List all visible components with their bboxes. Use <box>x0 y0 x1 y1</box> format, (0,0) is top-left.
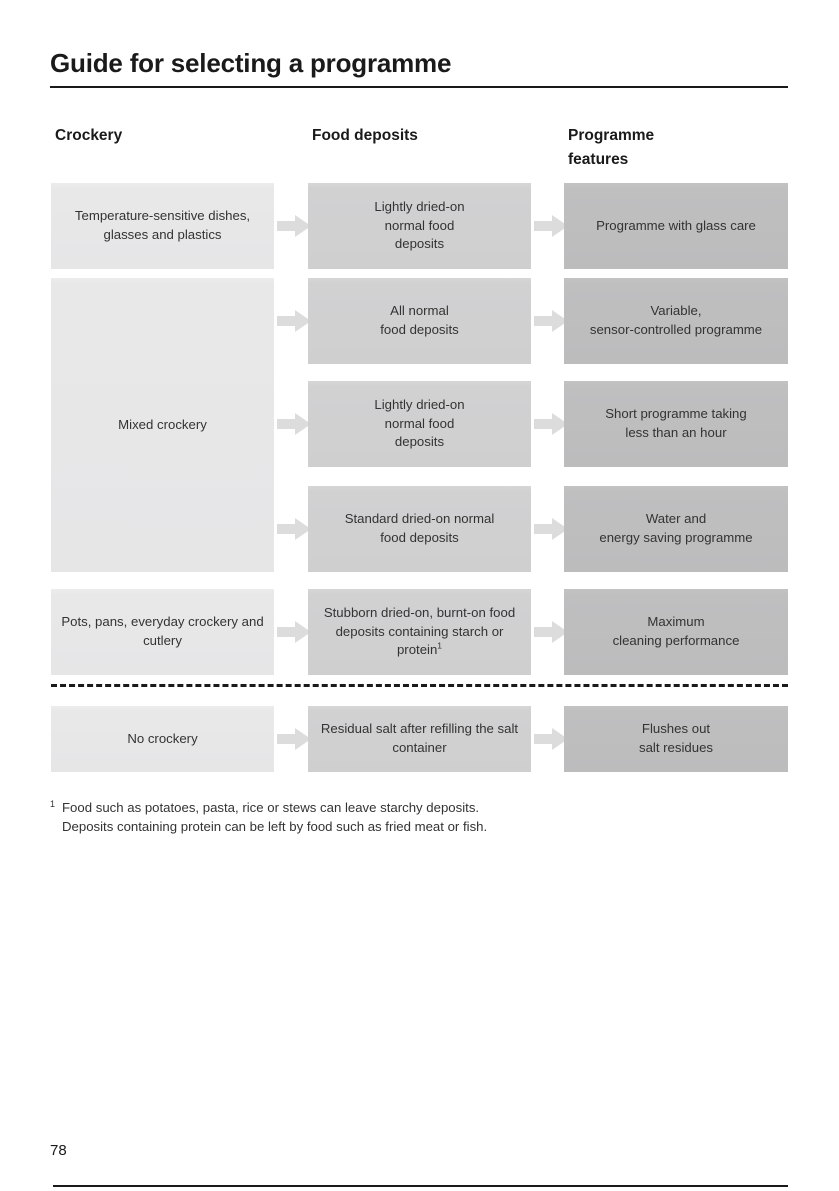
crockery-cell: Pots, pans, everyday crockery and cutler… <box>51 589 274 675</box>
footnote-marker: 1 <box>50 799 56 809</box>
footnote-marker: 1 <box>437 640 443 651</box>
footer-divider <box>53 1185 788 1187</box>
section-dashed-divider <box>51 684 788 687</box>
column-header-crockery: Crockery <box>55 127 123 144</box>
flow-row: Standard dried-on normal food deposits W… <box>51 486 788 572</box>
arrow-right-icon <box>534 726 568 752</box>
footnote-line-1: Food such as potatoes, pasta, rice or st… <box>62 800 480 815</box>
programme-features-cell: Water and energy saving programme <box>564 486 788 572</box>
flow-row: No crockery Residual salt after refillin… <box>51 706 788 772</box>
column-header-programme-features: Programme features <box>568 127 655 169</box>
arrow-right-icon <box>277 726 311 752</box>
food-deposits-cell: All normal food deposits <box>308 278 531 364</box>
flow-row: Pots, pans, everyday crockery and cutler… <box>51 589 788 675</box>
footnote-line-2: Deposits containing protein can be left … <box>62 819 488 835</box>
flow-row: Lightly dried-on normal food deposits Sh… <box>51 381 788 467</box>
programme-features-cell: Short programme taking less than an hour <box>564 381 788 467</box>
arrow-right-icon <box>277 308 311 334</box>
flow-row: Temperature-sensitive dishes, glasses an… <box>51 183 788 269</box>
title-divider <box>50 86 788 88</box>
food-deposits-cell: Lightly dried-on normal food deposits <box>308 183 531 269</box>
programme-features-cell: Programme with glass care <box>564 183 788 269</box>
column-header-food-deposits: Food deposits <box>312 127 418 144</box>
arrow-right-icon <box>277 213 311 239</box>
arrow-right-icon <box>277 516 311 542</box>
page-number: 78 <box>50 1142 67 1159</box>
programme-features-cell: Flushes out salt residues <box>564 706 788 772</box>
food-deposits-cell: Stubborn dried-on, burnt-on food deposit… <box>308 589 531 675</box>
programme-features-cell: Maximum cleaning performance <box>564 589 788 675</box>
food-deposits-cell: Residual salt after refilling the salt c… <box>308 706 531 772</box>
arrow-right-icon <box>534 213 568 239</box>
crockery-cell: No crockery <box>51 706 274 772</box>
page-title: Guide for selecting a programme <box>50 48 452 78</box>
footnote: 1 Food such as potatoes, pasta, rice or … <box>50 798 750 837</box>
arrow-right-icon <box>534 411 568 437</box>
arrow-right-icon <box>534 619 568 645</box>
crockery-cell: Temperature-sensitive dishes, glasses an… <box>51 183 274 269</box>
crockery-cell-mixed: Mixed crockery <box>51 278 274 572</box>
arrow-right-icon <box>534 516 568 542</box>
food-deposits-cell: Lightly dried-on normal food deposits <box>308 381 531 467</box>
food-deposits-cell: Standard dried-on normal food deposits <box>308 486 531 572</box>
arrow-right-icon <box>534 308 568 334</box>
arrow-right-icon <box>277 619 311 645</box>
programme-features-cell: Variable, sensor-controlled programme <box>564 278 788 364</box>
food-deposits-text: Stubborn dried-on, burnt-on food deposit… <box>323 604 516 658</box>
arrow-right-icon <box>277 411 311 437</box>
flow-row: All normal food deposits Variable, senso… <box>51 278 788 364</box>
